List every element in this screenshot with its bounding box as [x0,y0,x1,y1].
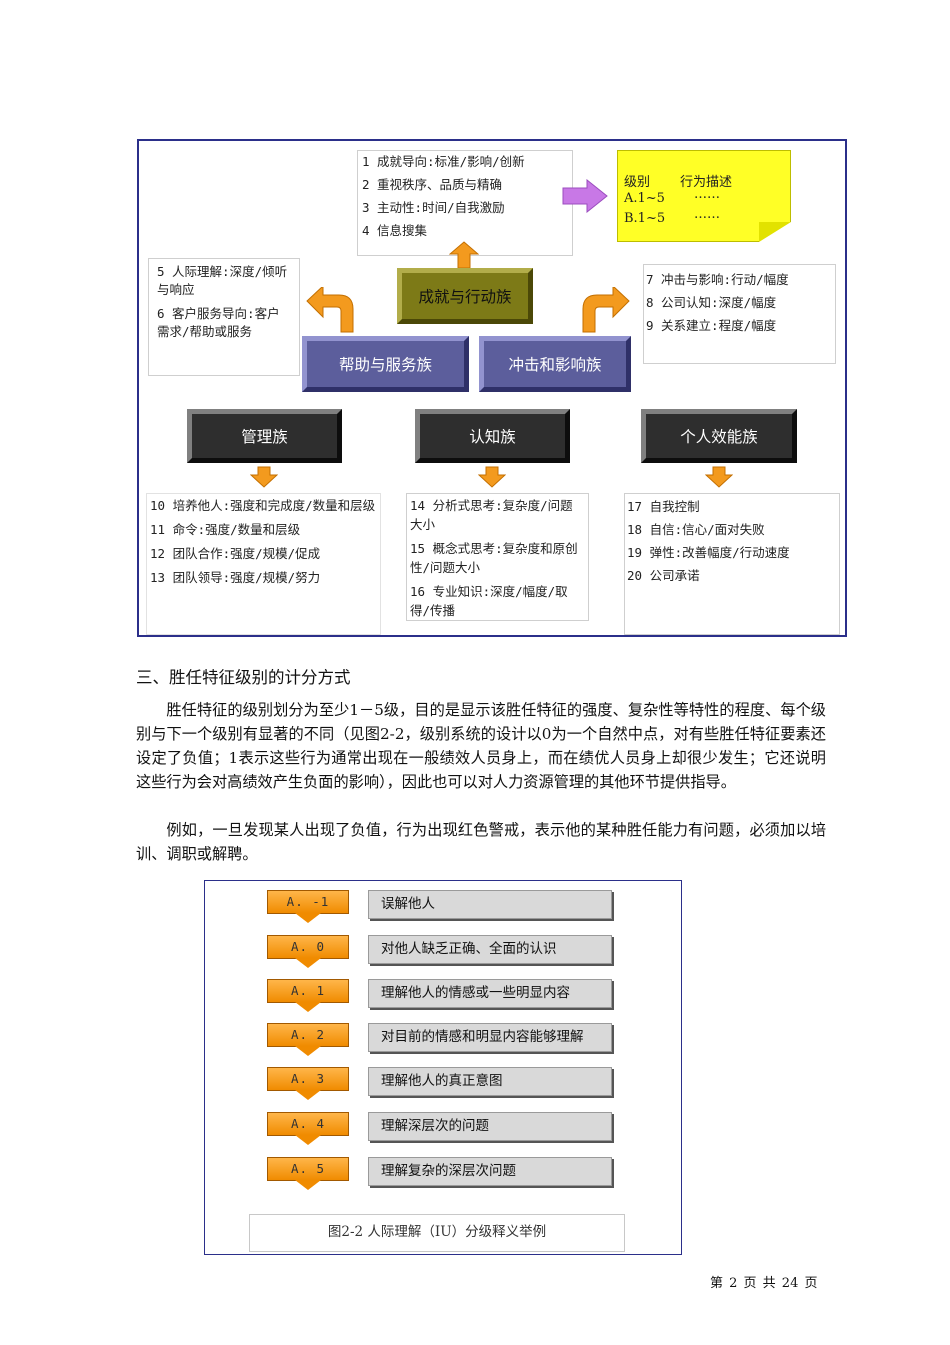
level-code: A. 4 [267,1112,349,1136]
management-traits-box: 10 培养他人:强度和完成度/数量和层级 11 命令:强度/数量和层级 12 团… [146,493,381,635]
trait-item: 7 冲击与影响:行动/幅度 [646,272,789,287]
down-arrow-tip-icon [295,958,321,968]
trait-item: 8 公司认知:深度/幅度 [646,295,777,310]
trait-item: 12 团队合作:强度/规模/促成 [150,546,321,561]
trait-item: 13 团队领导:强度/规模/努力 [150,570,321,585]
personal-cluster-label: 个人效能族 [680,428,758,446]
figure-caption: 图2-2 人际理解（IU）分级释义举例 [249,1214,625,1252]
level-code: A. 3 [267,1067,349,1091]
achievement-cluster-label: 成就与行动族 [418,288,512,306]
trait-item: 3 主动性:时间/自我激励 [362,200,505,215]
trait-item: 1 成就导向:标准/影响/创新 [362,154,525,169]
note-level-b: B.1~5 [624,211,666,226]
note-fold-corner [759,222,791,242]
note-level-header: 级别 [624,175,651,190]
personal-traits-box: 17 自我控制 18 自信:信心/面对失败 19 弹性:改善幅度/行动速度 20… [624,493,840,635]
trait-item: 19 弹性:改善幅度/行动速度 [627,545,790,560]
level-description: 理解他人的情感或一些明显内容 [368,979,612,1008]
achievement-cluster-box: 成就与行动族 [397,268,533,324]
level-code: A. 1 [267,979,349,1003]
impact-cluster-box: 冲击和影响族 [479,336,631,392]
level-description: 对目前的情感和明显内容能够理解 [368,1023,612,1052]
down-arrow-tip-icon [295,1002,321,1012]
down-arrow-tip-icon [295,1090,321,1100]
trait-item: 11 命令:强度/数量和层级 [150,522,301,537]
help-cluster-box: 帮助与服务族 [302,336,469,392]
purple-arrow-icon [562,179,608,213]
note-desc-a: …… [694,187,720,202]
trait-item: 5 人际理解:深度/倾听与响应 [157,264,288,297]
down-arrow-tip-icon [295,913,321,923]
level-description-note: 级别 行为描述 A.1~5 …… B.1~5 …… [617,150,791,242]
trait-item: 15 概念式思考:复杂度和原创性/问题大小 [410,541,578,575]
level-arrow: A. 4 [267,1112,349,1146]
help-traits-box: 5 人际理解:深度/倾听与响应 6 客户服务导向:客户需求/帮助或服务 [148,258,300,376]
level-description: 理解他人的真正意图 [368,1067,612,1096]
trait-item: 4 信息搜集 [362,223,428,238]
orange-down-arrow-icon [705,466,733,488]
orange-curved-left-arrow-icon [306,287,354,333]
level-code: A. 5 [267,1157,349,1181]
body-paragraph: 胜任特征的级别划分为至少1－5级，目的是显示该胜任特征的强度、复杂性等特性的程度… [136,701,826,791]
trait-item: 17 自我控制 [627,499,700,514]
body-paragraph: 例如，一旦发现某人出现了负值，行为出现红色警戒，表示他的某种胜任能力有问题，必须… [136,821,826,863]
level-code: A. 2 [267,1023,349,1047]
level-description: 理解深层次的问题 [368,1112,612,1141]
trait-item: 6 客户服务导向:客户需求/帮助或服务 [157,306,280,339]
down-arrow-tip-icon [295,1180,321,1190]
level-arrow: A. 1 [267,979,349,1013]
cognitive-cluster-label: 认知族 [469,428,516,446]
level-arrow: A. 0 [267,935,349,969]
orange-down-arrow-icon [250,466,278,488]
impact-traits-box: 7 冲击与影响:行动/幅度 8 公司认知:深度/幅度 9 关系建立:程度/幅度 [643,264,836,364]
orange-up-arrow-icon [449,241,479,269]
section-heading: 三、胜任特征级别的计分方式 [136,668,351,687]
down-arrow-tip-icon [295,1046,321,1056]
cognitive-traits-box: 14 分析式思考:复杂度/问题大小 15 概念式思考:复杂度和原创性/问题大小 … [406,493,589,621]
note-level-a: A.1~5 [624,191,665,206]
cognitive-cluster-box: 认知族 [415,409,570,463]
level-description: 对他人缺乏正确、全面的认识 [368,935,612,964]
management-cluster-box: 管理族 [187,409,342,463]
orange-down-arrow-icon [478,466,506,488]
management-cluster-label: 管理族 [241,428,288,446]
trait-item: 18 自信:信心/面对失败 [627,522,765,537]
personal-cluster-box: 个人效能族 [641,409,797,463]
level-code: A. -1 [267,890,349,914]
level-arrow: A. 2 [267,1023,349,1057]
help-cluster-label: 帮助与服务族 [338,356,432,374]
level-description: 理解复杂的深层次问题 [368,1157,612,1186]
impact-cluster-label: 冲击和影响族 [508,356,602,374]
level-arrow: A. 3 [267,1067,349,1101]
competency-model-figure: 1 成就导向:标准/影响/创新 2 重视秩序、品质与精确 3 主动性:时间/自我… [137,139,847,637]
trait-item: 10 培养他人:强度和完成度/数量和层级 [150,498,376,513]
trait-item: 2 重视秩序、品质与精确 [362,177,503,192]
down-arrow-tip-icon [295,1135,321,1145]
trait-item: 14 分析式思考:复杂度/问题大小 [410,498,573,532]
level-code: A. 0 [267,935,349,959]
page-footer: 第 2 页 共 24 页 [710,1276,818,1291]
level-arrow: A. -1 [267,890,349,924]
level-description: 误解他人 [368,890,612,919]
trait-item: 20 公司承诺 [627,568,700,583]
trait-item: 16 专业知识:深度/幅度/取得/传播 [410,584,568,618]
level-ladder-figure: A. -1 误解他人 A. 0 对他人缺乏正确、全面的认识 A. 1 理解他人的… [204,880,682,1255]
note-desc-b: …… [694,207,720,222]
trait-item: 9 关系建立:程度/幅度 [646,318,777,333]
orange-curved-right-arrow-icon [582,287,630,333]
achievement-traits-box: 1 成就导向:标准/影响/创新 2 重视秩序、品质与精确 3 主动性:时间/自我… [357,150,573,256]
note-behavior-header: 行为描述 [680,175,733,190]
level-arrow: A. 5 [267,1157,349,1191]
